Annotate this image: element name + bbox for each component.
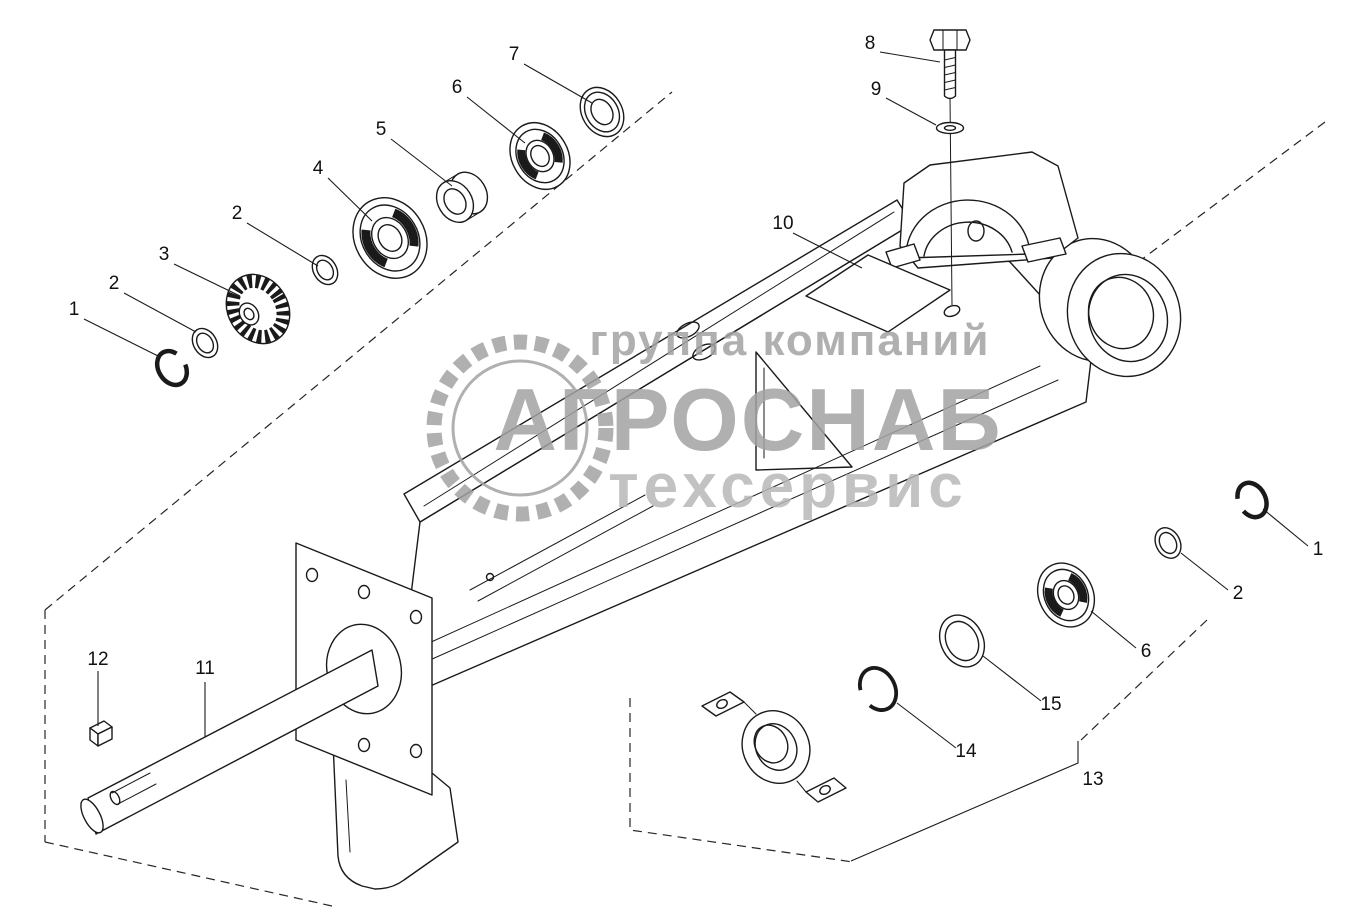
callout-2-upper: 2 [232, 203, 243, 224]
callout-9: 9 [871, 79, 882, 100]
flange-bolt-hole [357, 737, 371, 753]
flange-bolt-hole [409, 743, 423, 759]
shaft-end-cap [80, 798, 104, 834]
part-bearing-6-left [509, 122, 571, 190]
callout-7: 7 [509, 44, 520, 65]
watermark-line1: группа компаний [590, 316, 991, 365]
watermark-line3: техсервис [608, 452, 968, 521]
part-bearing-6-right [1036, 562, 1096, 628]
clamp-bolt-and-washer [929, 29, 971, 306]
callout-12: 12 [87, 649, 108, 670]
callout-8: 8 [865, 33, 876, 54]
part-bearing-4 [352, 197, 428, 279]
housing-hole [692, 343, 716, 361]
callout-15: 15 [1040, 694, 1061, 715]
saddle-hole [967, 220, 985, 242]
callout-10: 10 [772, 213, 793, 234]
part-ring-2-right [1154, 527, 1182, 559]
part-seal-15 [938, 614, 986, 668]
washer [935, 121, 965, 135]
callout-11: 11 [195, 658, 215, 679]
callout-4: 4 [313, 158, 324, 179]
callout-2-right: 2 [1233, 583, 1244, 604]
axle-housing [397, 151, 1182, 701]
leader-lines [83, 51, 1309, 862]
callout-2-left: 2 [109, 273, 120, 294]
part-spacer-5 [435, 171, 489, 223]
flange-bolt-hole [409, 609, 423, 625]
callout-14: 14 [955, 741, 977, 762]
part-ring-2-left [191, 327, 219, 359]
shaft-keyway [109, 790, 121, 806]
cover-plate [805, 254, 951, 333]
shaft-key [89, 720, 113, 747]
part-ring-2-upper [311, 254, 339, 286]
callout-13: 13 [1082, 769, 1103, 790]
flange-bolt-hole [305, 567, 319, 583]
group-13-bracket [850, 741, 1079, 862]
part-circlip-14 [857, 666, 899, 712]
bolt-hole [943, 304, 961, 318]
callout-6-right: 6 [1141, 641, 1152, 662]
exploded-parts-right [701, 480, 1269, 803]
part-circlip-1 [154, 348, 190, 388]
hex-bolt [929, 29, 971, 100]
watermark: группа компаний АГРОСНАБ техсервис [426, 316, 1002, 522]
part-seal-ring-7 [579, 86, 625, 138]
wreath-inner-ring [451, 359, 589, 497]
part-bevel-gear-3 [225, 273, 291, 345]
saddle-bracket [885, 151, 1079, 269]
watermark-line2: АГРОСНАБ [493, 370, 1002, 469]
wreath-logo [426, 334, 614, 522]
callout-5: 5 [376, 119, 387, 140]
callout-labels: 7 6 5 4 2 3 2 1 8 9 10 1 2 6 15 14 13 12… [69, 33, 1324, 790]
part-bearing-holder-13 [701, 691, 847, 803]
housing-small-hole [485, 572, 495, 582]
callout-1-right: 1 [1313, 539, 1324, 560]
callout-3: 3 [159, 244, 170, 265]
flange-bolt-hole [357, 584, 371, 600]
housing-hole [676, 321, 700, 339]
housing-rib-plate [755, 351, 853, 471]
housing-end-cylinder [1038, 237, 1182, 378]
callout-1-left: 1 [69, 299, 80, 320]
callout-6-left: 6 [452, 77, 463, 98]
part-circlip-1-right [1235, 480, 1269, 520]
drive-shaft [80, 649, 379, 835]
exploded-parts-left [154, 86, 625, 388]
